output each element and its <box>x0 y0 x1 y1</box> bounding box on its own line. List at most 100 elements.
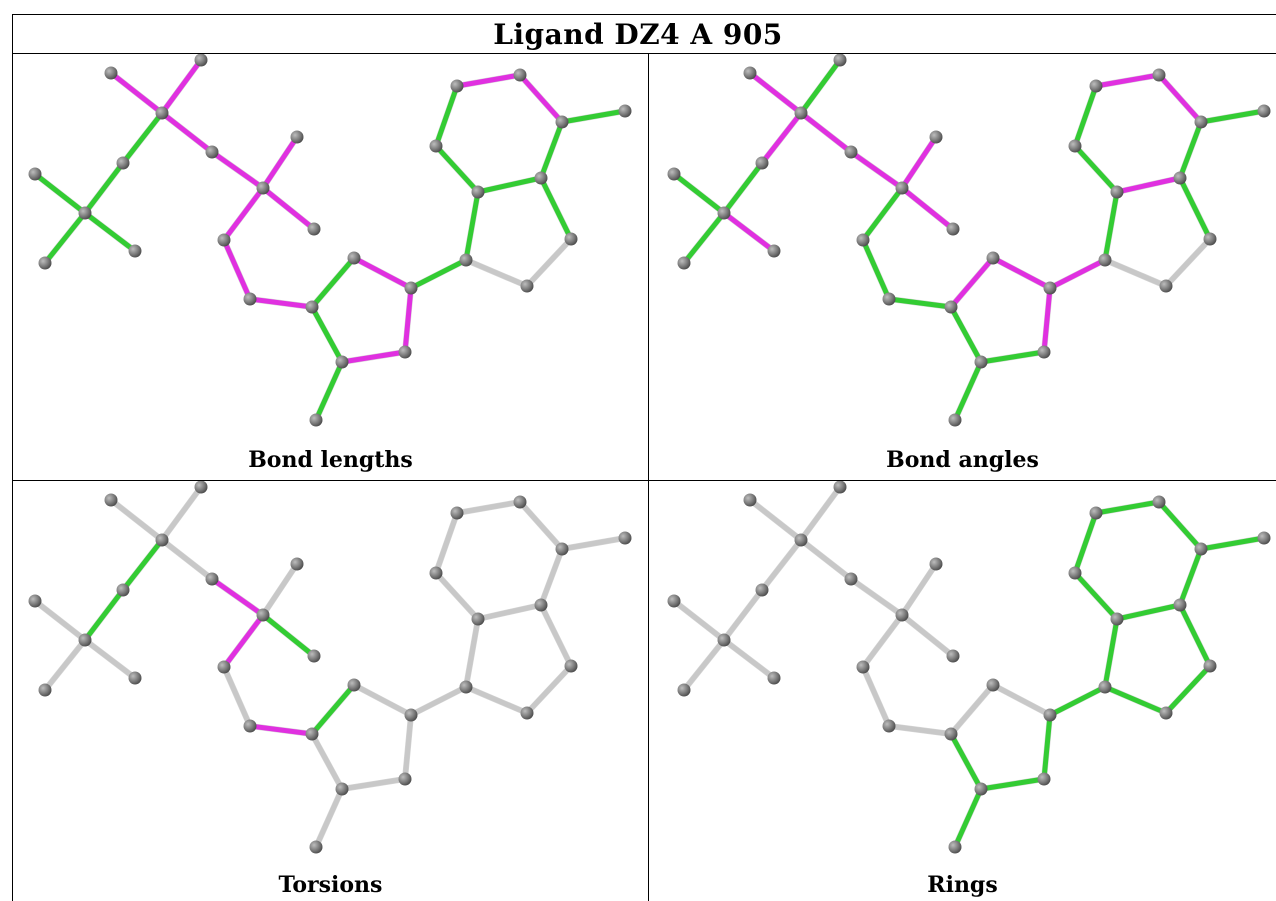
atom <box>844 145 858 159</box>
atom <box>347 678 361 692</box>
bond <box>82 587 126 643</box>
molecule-diagram-rings <box>667 481 1271 854</box>
bond <box>247 723 315 737</box>
atom <box>1159 279 1173 293</box>
bond <box>681 637 727 693</box>
bond <box>721 160 765 216</box>
bond <box>260 134 300 191</box>
atom <box>450 79 464 93</box>
bond <box>848 576 905 618</box>
bond <box>402 285 414 355</box>
atom <box>404 708 418 722</box>
molecule-diagram-torsions <box>28 481 632 854</box>
atom <box>1098 253 1112 267</box>
bond <box>82 637 138 681</box>
atom <box>1098 680 1112 694</box>
atom <box>667 167 681 181</box>
atom <box>844 572 858 586</box>
atom <box>717 206 731 220</box>
bond <box>721 587 765 643</box>
atom <box>564 232 578 246</box>
bond <box>721 210 777 254</box>
bond <box>759 110 804 166</box>
atom <box>944 300 958 314</box>
bond <box>798 57 843 116</box>
atom <box>307 222 321 236</box>
atom <box>1089 506 1103 520</box>
bond <box>1072 143 1120 195</box>
bond <box>339 776 408 792</box>
atom <box>833 54 847 67</box>
atom <box>929 130 943 144</box>
atom <box>1110 185 1124 199</box>
bond <box>747 497 804 543</box>
atom <box>1194 542 1208 556</box>
bond <box>1177 602 1213 669</box>
atom <box>794 533 808 547</box>
bond <box>671 171 727 216</box>
atom <box>513 68 527 82</box>
bond <box>1163 663 1213 716</box>
atom <box>564 659 578 673</box>
atom <box>948 413 962 427</box>
atom <box>1037 772 1051 786</box>
atom <box>743 493 757 507</box>
bond <box>82 210 138 254</box>
atom <box>28 167 42 181</box>
bond <box>247 296 315 310</box>
bond <box>978 776 1047 792</box>
bond <box>32 598 88 643</box>
title-divider <box>12 53 1276 54</box>
bond <box>948 255 996 310</box>
atom <box>217 660 231 674</box>
bond <box>990 255 1053 291</box>
bond <box>1047 684 1108 718</box>
bond <box>860 237 892 302</box>
bond <box>860 185 905 243</box>
bond <box>899 134 939 191</box>
bond <box>454 499 523 516</box>
atom <box>856 660 870 674</box>
atom <box>1110 612 1124 626</box>
bond <box>721 637 777 681</box>
atom <box>618 531 632 545</box>
atom <box>1173 598 1187 612</box>
bond <box>1093 72 1162 89</box>
atom <box>309 413 323 427</box>
atom <box>882 292 896 306</box>
bond <box>952 359 984 423</box>
bond <box>524 236 574 289</box>
atom <box>618 104 632 118</box>
bond <box>538 175 574 242</box>
atom <box>895 608 909 622</box>
panel-bond-angles: Bond angles <box>649 54 1276 480</box>
bond <box>1156 499 1204 552</box>
atom <box>429 139 443 153</box>
bond <box>260 612 317 659</box>
atom <box>929 557 943 571</box>
atom <box>116 156 130 170</box>
atom <box>555 115 569 129</box>
atom <box>104 493 118 507</box>
bond <box>1102 684 1169 716</box>
bond <box>759 537 804 593</box>
atom <box>743 66 757 80</box>
atom <box>794 106 808 120</box>
table-border-left <box>12 14 13 901</box>
bond <box>159 484 204 543</box>
bond <box>221 237 253 302</box>
atom <box>194 54 208 67</box>
atom <box>429 566 443 580</box>
atom <box>986 678 1000 692</box>
bond <box>517 72 565 125</box>
bond <box>538 602 574 669</box>
bond <box>860 664 892 729</box>
atom <box>1194 115 1208 129</box>
bond <box>209 149 266 191</box>
atom <box>755 156 769 170</box>
atom <box>116 583 130 597</box>
bond <box>1114 602 1183 622</box>
bond <box>475 602 544 622</box>
atom <box>948 840 962 854</box>
bond <box>433 83 460 149</box>
